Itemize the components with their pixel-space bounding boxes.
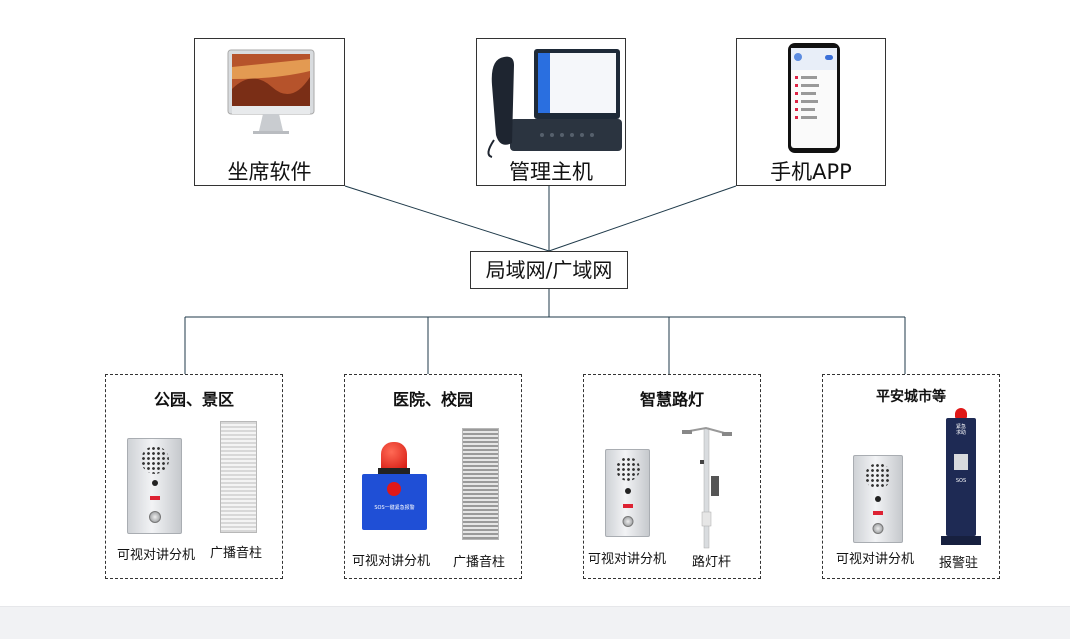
seat-software-label: 坐席软件 (227, 160, 312, 184)
video-intercom-device (605, 449, 650, 537)
line-app-to-network (548, 185, 737, 252)
warning-light-icon (381, 442, 407, 470)
group-hospital-title: 医院、校园 (392, 390, 473, 409)
sos-alarm-device: SOS一键紧急报警 (362, 442, 427, 530)
street-light-pole-icon (682, 426, 732, 549)
group-hospital: 医院、校园 SOS一键紧急报警 可视对讲分机 广播音柱 (344, 374, 522, 579)
mobile-app-label: 手机APP (770, 160, 852, 184)
sos-alarm-text: SOS一键紧急报警 (374, 505, 415, 511)
smartphone-icon (788, 43, 840, 153)
alarm-pillar: 紧急求助 SOS (941, 408, 981, 545)
host-node: 管理主机 (476, 38, 626, 186)
broadcast-speaker-column (220, 421, 257, 533)
host-label: 管理主机 (509, 160, 593, 184)
network-node: 局域网/广域网 (470, 251, 628, 289)
video-intercom-device (127, 438, 182, 534)
alarm-pillar-text: 紧急求助 (955, 424, 966, 436)
group-streetlight-title: 智慧路灯 (639, 390, 704, 409)
footer-bar (0, 606, 1070, 639)
group-hospital-item-2: 广播音柱 (453, 555, 506, 570)
group-park-item-2: 广播音柱 (210, 546, 263, 561)
group-park-item-1: 可视对讲分机 (117, 548, 196, 563)
group-safe-city: 平安城市等 紧急求助 SOS 可视对讲分机 报警驻 (822, 374, 1000, 579)
desk-phone-icon (487, 49, 622, 158)
group-streetlight-item-2: 路灯杆 (692, 555, 732, 570)
group-park-title: 公园、景区 (153, 390, 234, 409)
group-streetlight: 智慧路灯 可视对讲分机 路灯杆 (583, 374, 761, 579)
mobile-app-node: 手机APP (736, 38, 886, 186)
group-safe-city-item-1: 可视对讲分机 (836, 552, 915, 567)
group-safe-city-item-2: 报警驻 (939, 556, 979, 571)
group-park: 公园、景区 可视对讲分机 广播音柱 (105, 374, 283, 579)
warning-light-icon (955, 408, 967, 418)
video-intercom-device (853, 455, 903, 543)
desktop-monitor-icon (227, 49, 315, 134)
line-seat-to-network (344, 185, 550, 252)
alarm-pillar-sos: SOS (955, 478, 967, 484)
broadcast-speaker-column (462, 428, 499, 540)
group-safe-city-title: 平安城市等 (876, 389, 946, 405)
seat-software-node: 坐席软件 (194, 38, 345, 186)
group-streetlight-item-1: 可视对讲分机 (588, 552, 667, 567)
group-hospital-item-1: 可视对讲分机 (352, 554, 431, 569)
